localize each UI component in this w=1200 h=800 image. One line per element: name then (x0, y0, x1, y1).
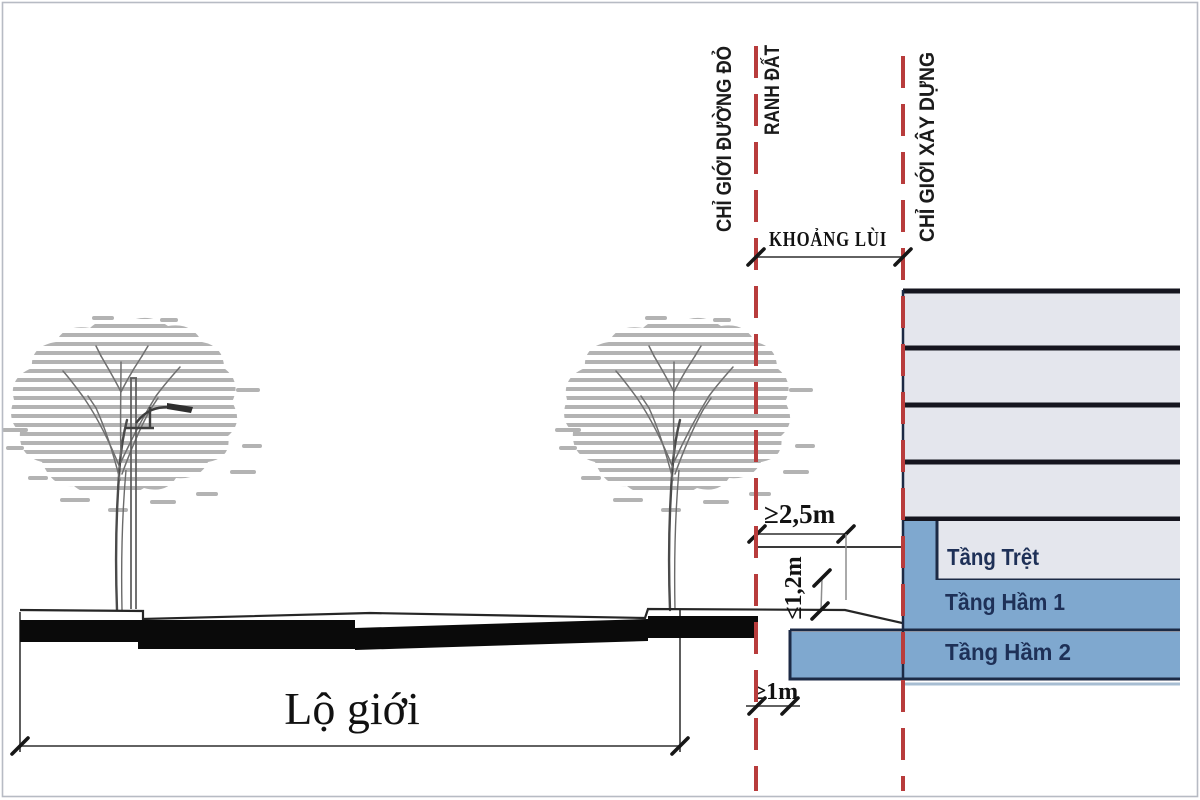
basement2-border (788, 630, 1180, 681)
asphalt-layer (20, 616, 758, 650)
light-arm (135, 405, 170, 424)
basement2-label: Tầng Hầm 2 (945, 639, 1071, 665)
road-width-label: Lộ giới (284, 683, 419, 734)
road-section (19, 607, 934, 752)
basement-protrusion-label: ≤1,2m (781, 556, 807, 619)
ground-floor-block (937, 521, 1180, 580)
upper-floor-lines (903, 288, 1180, 522)
basement1-block (903, 580, 1180, 630)
lamp-head-icon (167, 403, 193, 413)
road-width-dimension: Lộ giới (10, 683, 690, 756)
setback-detail-dimensions: ≥2,5m ≤1,2m ≥1m (746, 499, 903, 716)
red-line-label: CHỈ GIỚI ĐƯỜNG ĐỎ (712, 46, 736, 232)
setback-dimension: KHOẢNG LÙI (746, 227, 913, 267)
land-boundary-label: RANH ĐẤT (761, 45, 784, 135)
basement2-block (790, 632, 1180, 679)
setback-min-label: ≥2,5m (764, 499, 836, 529)
light-bracket (125, 407, 154, 430)
ground-surface-line (19, 607, 934, 632)
building-section: Tầng Trệt Tầng Hầm 1 Tầng Hầm 2 (788, 288, 1180, 686)
basement1-label: Tầng Hầm 1 (945, 589, 1065, 615)
protrusion-dimline (820, 577, 823, 612)
setback-label: KHOẢNG LÙI (769, 227, 887, 251)
street-light (125, 377, 193, 609)
construction-line-label: CHỈ GIỚI XÂY DỰNG (915, 52, 939, 242)
basement-protrusion-strip (903, 521, 937, 580)
ground-floor-label: Tầng Trệt (947, 544, 1039, 570)
light-pole (130, 377, 137, 609)
